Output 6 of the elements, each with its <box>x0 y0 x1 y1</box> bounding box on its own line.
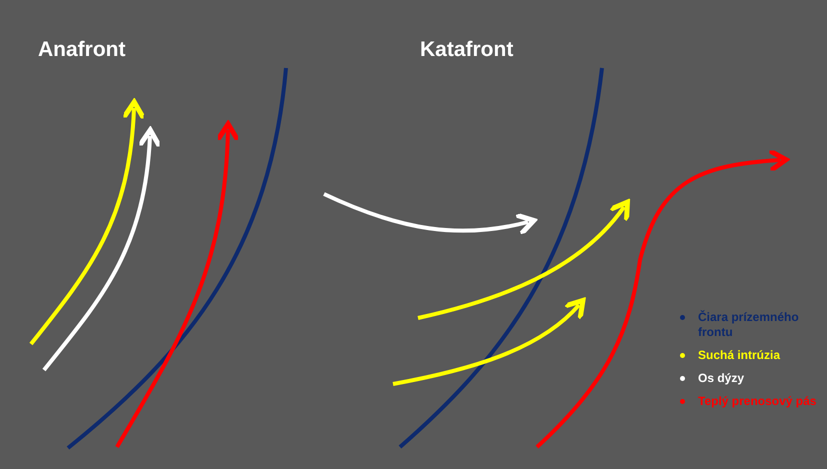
legend-text: Os dýzy <box>698 371 744 385</box>
legend-text: Čiara prízemného frontu <box>698 310 799 339</box>
panel-title: Anafront <box>38 38 126 62</box>
legend-text: Teplý prenosový pás <box>698 394 816 408</box>
legend-text: Suchá intrúzia <box>698 348 780 362</box>
panel-title: Katafront <box>420 38 514 62</box>
